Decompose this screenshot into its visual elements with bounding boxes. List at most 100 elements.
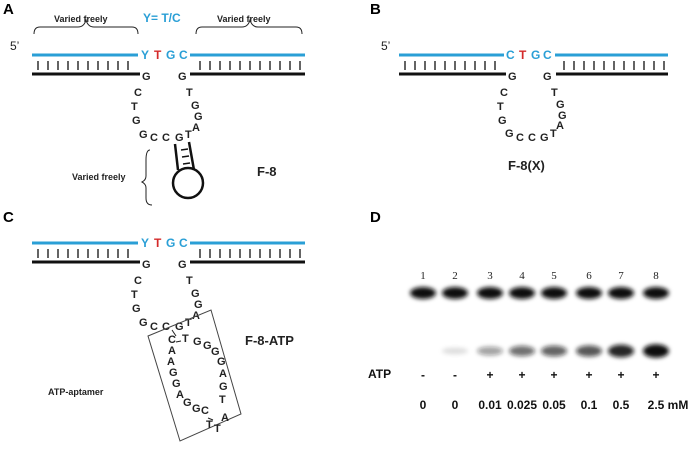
panel-a-y-note: Y= T/C — [143, 11, 181, 25]
panel-a-hairpin-bp — [180, 148, 189, 151]
gel-atp-sign: + — [652, 368, 659, 382]
nt: G — [142, 71, 151, 83]
panel-c: C Y T G C G C T G G C C G T G G A T G — [3, 209, 305, 442]
nt: C — [150, 132, 158, 144]
nt: G — [540, 132, 549, 144]
panel-a-core-g: G — [166, 48, 175, 62]
nt: G — [211, 346, 220, 358]
panel-a-core-t: T — [154, 48, 162, 62]
gel-lower-band — [442, 347, 468, 355]
gel-upper-band — [576, 287, 602, 299]
gel-upper-bands — [410, 287, 669, 299]
nt: G — [217, 356, 226, 368]
panel-a-hairpin-loop — [171, 166, 205, 200]
gel-upper-band — [410, 287, 436, 299]
nt: C — [134, 275, 142, 287]
nt: G — [194, 299, 203, 311]
nt: G — [558, 110, 567, 122]
gel-lower-band — [576, 345, 602, 357]
panel-a-basepair-ticks-right — [199, 61, 301, 70]
panel-b-right-loop: G T G G A T G — [540, 71, 567, 144]
gel-atp-sign: - — [453, 368, 457, 382]
nt: G — [543, 71, 552, 83]
nt: C — [162, 321, 170, 333]
gel-concentration: 0 — [420, 398, 427, 412]
gel-concentration: 0.025 — [507, 398, 537, 412]
gel-atp-sign: - — [421, 368, 425, 382]
nt: A — [219, 368, 227, 380]
nt: G — [132, 115, 141, 127]
panel-c-basepair-ticks-right — [199, 249, 301, 258]
panel-a-varied-right: Varied freely — [217, 14, 271, 24]
nt: C — [162, 132, 170, 144]
nt: A — [192, 122, 200, 134]
panel-a-right-loop: G T G G A T G — [175, 71, 203, 144]
nt: G — [175, 321, 184, 333]
panel-a-letter: A — [3, 1, 14, 18]
nt: T — [186, 87, 193, 99]
nt: G — [219, 381, 228, 393]
nt: G — [142, 259, 151, 271]
panel-c-right-loop: G T G G A T G — [175, 259, 203, 333]
gel-lane-number: 8 — [653, 270, 659, 282]
gel-upper-band — [509, 287, 535, 299]
panel-a-core-c: C — [179, 48, 188, 62]
panel-d-letter: D — [370, 209, 381, 226]
nt: T — [497, 101, 504, 113]
gel-lower-band — [608, 344, 634, 358]
panel-a-core-y: Y — [141, 48, 149, 62]
nt: T — [185, 129, 192, 141]
panel-c-core-t: T — [154, 236, 162, 250]
nt: G — [175, 132, 184, 144]
gel-atp-signs: --++++++ — [421, 368, 660, 382]
nt: C — [516, 132, 524, 144]
gel-concentration: 0.1 — [581, 398, 598, 412]
nt: G — [192, 403, 201, 415]
panel-c-core-c: C — [179, 236, 188, 250]
gel-concentration: 2.5 mM — [648, 398, 689, 412]
panel-c-connector — [207, 417, 214, 421]
nt: G — [169, 367, 178, 379]
panel-a: A Y= T/C Varied freely Varied freely 5’ … — [3, 1, 305, 206]
nt: G — [183, 397, 192, 409]
panel-b-core-t: T — [519, 48, 527, 62]
nt: G — [498, 115, 507, 127]
gel-lower-band — [477, 346, 503, 356]
gel-atp-sign: + — [617, 368, 624, 382]
panel-b-core-c2: C — [543, 48, 552, 62]
panel-c-aptamer-label: ATP-aptamer — [48, 387, 104, 397]
nt: C — [500, 87, 508, 99]
gel-upper-band — [442, 287, 468, 299]
nt: C — [134, 87, 142, 99]
nt: A — [167, 356, 175, 368]
gel-atp-sign: + — [486, 368, 493, 382]
panel-a-left-loop: G C T G G C C — [131, 71, 170, 144]
panel-a-hairpin-bp — [182, 162, 191, 165]
gel-upper-band — [541, 287, 567, 299]
gel-lower-band — [541, 345, 567, 357]
panel-b-five-prime: 5’ — [381, 39, 390, 53]
panel-b-core-c: C — [506, 48, 515, 62]
panel-a-brace-loop — [140, 149, 153, 206]
nt: C — [150, 321, 158, 333]
nt: G — [191, 288, 200, 300]
panel-a-five-prime: 5’ — [10, 39, 19, 53]
gel-atp-sign: + — [550, 368, 557, 382]
panel-b-core-g: G — [531, 48, 540, 62]
panel-c-connector — [175, 340, 182, 343]
panel-b-left-loop: G C T G G C C — [497, 71, 536, 144]
nt: G — [194, 111, 203, 123]
nt: G — [203, 340, 212, 352]
nt: A — [556, 120, 564, 132]
gel-atp-label: ATP — [368, 367, 391, 381]
nt: A — [168, 345, 176, 357]
panel-c-aptamer-box — [147, 309, 242, 442]
nt: G — [139, 317, 148, 329]
panel-a-hairpin-bp — [181, 155, 190, 158]
panel-a-brace-right — [195, 18, 303, 35]
gel-upper-band — [608, 287, 634, 299]
gel-upper-band — [643, 287, 669, 299]
nt: G — [556, 99, 565, 111]
